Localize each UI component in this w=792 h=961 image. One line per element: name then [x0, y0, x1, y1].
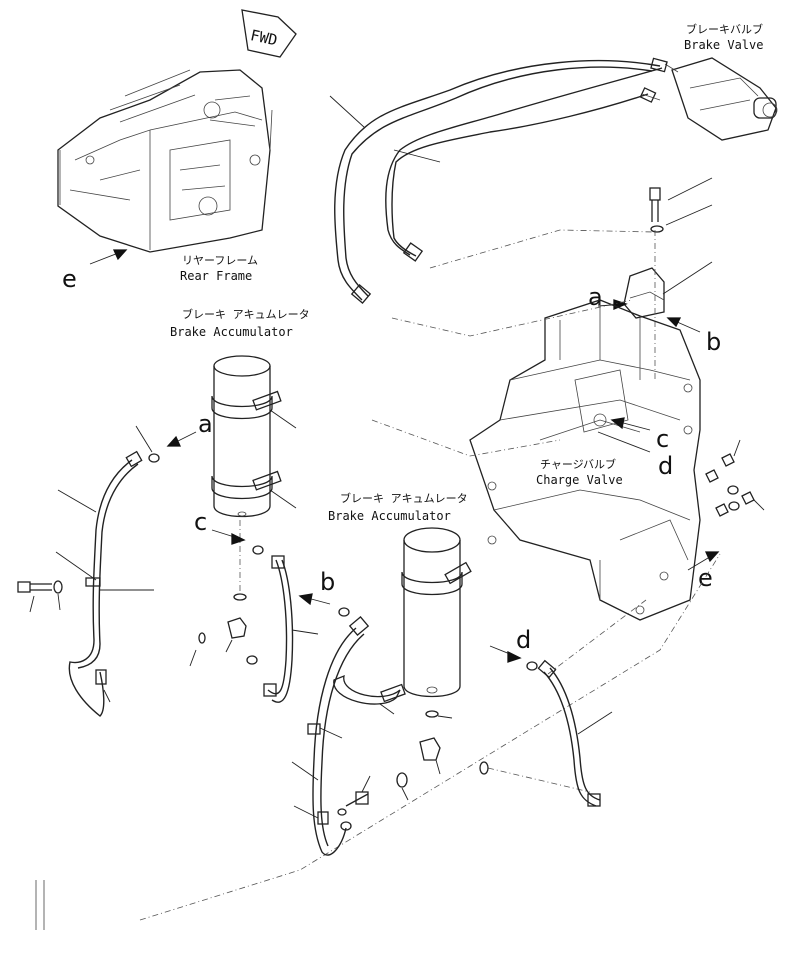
bolt-washer-top [649, 177, 713, 233]
letter-d-valve: d [658, 452, 673, 480]
charge-valve-label: チャージバルブ Charge Valve [536, 457, 623, 487]
brake-accumulator-left-jp: ブレーキ アキュムレータ [182, 307, 310, 321]
brake-valve-jp: ブレーキバルブ [686, 22, 763, 36]
b-valve-pointer: b [666, 317, 721, 356]
brake-accumulator-left-drawing [211, 355, 297, 594]
letter-b-valve: b [706, 328, 721, 356]
rear-frame-jp: リヤーフレーム [182, 254, 258, 267]
accumulator-clamp [333, 674, 406, 715]
brake-accumulator-left-en: Brake Accumulator [170, 325, 293, 339]
bolt-left [17, 580, 63, 613]
c-accumulator-pointer: c [194, 508, 246, 545]
brake-valve-label: ブレーキバルブ Brake Valve [684, 22, 763, 52]
lower-fittings [337, 737, 489, 831]
nuts-right [705, 439, 765, 517]
d-valve-pointer: d [597, 431, 673, 480]
left-hose-assembly [55, 450, 154, 717]
letter-c-accumulator: c [194, 508, 207, 536]
main-frame-drawing [469, 299, 701, 621]
brake-valve-drawing [641, 57, 778, 141]
d-hose-pointer: d [489, 626, 531, 663]
brake-accumulator-right-drawing [401, 527, 472, 719]
letter-d-hose: d [516, 626, 531, 654]
center-fittings [189, 545, 264, 667]
a-valve-pointer: a [588, 283, 628, 311]
brake-accumulator-right-jp: ブレーキ アキュムレータ [340, 491, 468, 505]
lower-center-hose [291, 615, 370, 856]
brake-valve-en: Brake Valve [684, 38, 763, 52]
brake-accumulator-right-en: Brake Accumulator [328, 509, 451, 523]
rear-frame-drawing [57, 69, 273, 253]
letter-a-hose: a [198, 410, 213, 438]
charge-valve-en: Charge Valve [536, 473, 623, 487]
b-hose-pointer: b [298, 568, 350, 617]
brake-valve-hoses [329, 57, 668, 305]
faint-marks [35, 880, 45, 930]
rear-frame-label: リヤーフレーム Rear Frame [180, 254, 258, 283]
valve-block [623, 230, 713, 380]
center-hose-b [263, 555, 319, 703]
letter-b-hose: b [320, 568, 335, 596]
letter-e-frame: e [698, 564, 713, 592]
rear-frame-en: Rear Frame [180, 269, 252, 283]
letter-c-valve: c [656, 425, 669, 453]
e-frame-pointer: e [687, 551, 720, 592]
a-hose-pointer: a [135, 410, 213, 463]
c-valve-pointer: c [610, 417, 669, 453]
e-rear-frame-pointer: e [62, 249, 128, 293]
charge-valve-jp: チャージバルブ [540, 457, 616, 471]
reference-lines [139, 229, 721, 921]
letter-e-rear-frame: e [62, 265, 77, 293]
letter-a-valve: a [588, 283, 603, 311]
fwd-arrow: FWD [241, 9, 297, 58]
fwd-label: FWD [249, 26, 279, 49]
lower-right-hose-d [526, 659, 613, 807]
brake-accumulator-left-label: ブレーキ アキュムレータ Brake Accumulator [170, 307, 310, 339]
brake-accumulator-right-label: ブレーキ アキュムレータ Brake Accumulator [328, 491, 468, 523]
